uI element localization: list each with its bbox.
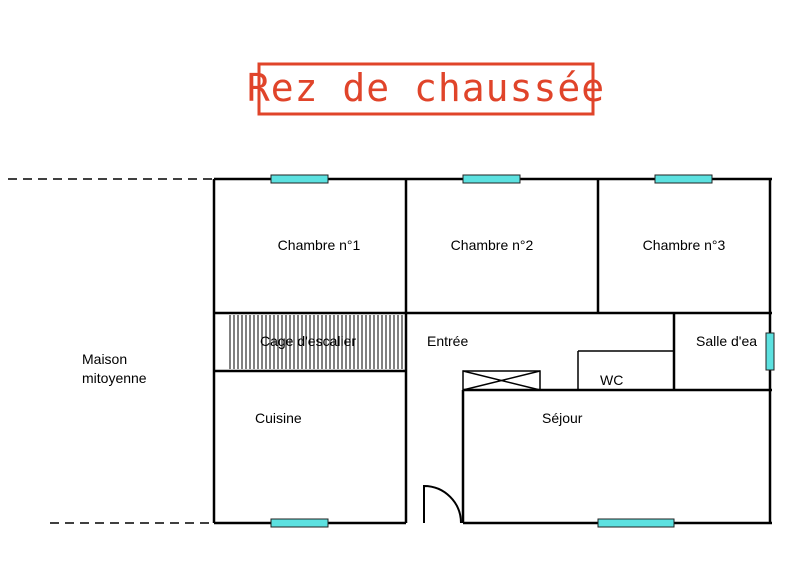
- room-label-cuisine: Cuisine: [255, 410, 302, 426]
- title-box: Rez de chaussée: [247, 62, 605, 116]
- chimney-symbol: [462, 370, 541, 391]
- room-label-sejour: Séjour: [542, 410, 583, 426]
- room-label-wc: WC: [600, 372, 623, 388]
- room-label-chambre1: Chambre n°1: [278, 237, 361, 253]
- room-label-cage-escalier: Cage d'escalier: [260, 333, 356, 349]
- neighbor-label-line1: Maison: [82, 351, 127, 367]
- window-sejour: [597, 518, 675, 528]
- room-label-salle-eau: Salle d'ea: [696, 333, 757, 349]
- entrance-door: [423, 484, 462, 524]
- window-cuisine: [270, 518, 329, 528]
- window-chambre2: [462, 174, 521, 184]
- page-title: Rez de chaussée: [247, 66, 605, 110]
- room-label-chambre3: Chambre n°3: [643, 237, 726, 253]
- window-chambre1: [270, 174, 329, 184]
- windows: [270, 174, 775, 528]
- room-label-entree: Entrée: [427, 333, 468, 349]
- room-label-chambre2: Chambre n°2: [451, 237, 534, 253]
- neighbor-label-line2: mitoyenne: [82, 370, 147, 386]
- window-chambre3: [654, 174, 713, 184]
- window-salle-eau: [765, 332, 775, 371]
- stair-hatch: [229, 315, 403, 369]
